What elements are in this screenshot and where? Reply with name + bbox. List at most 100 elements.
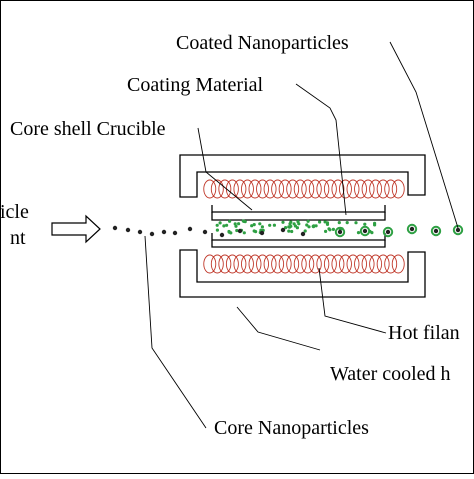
leader-water [236, 306, 321, 351]
coating-dot [331, 227, 335, 231]
core-particle [300, 231, 306, 237]
coating-dot [258, 222, 262, 226]
coating-dot [215, 228, 219, 232]
label-inlet-line2: nt [10, 227, 26, 249]
inlet-arrow [51, 214, 101, 244]
coating-dot [373, 223, 377, 227]
coating-dot [234, 224, 238, 228]
coating-dot [242, 231, 246, 235]
core-particle [161, 229, 167, 235]
label-core-nanoparticles: Core Nanoparticles [214, 417, 369, 439]
coating-dot [296, 220, 300, 224]
core-particle [172, 230, 178, 236]
coating-dot [237, 222, 241, 226]
coating-dot [229, 231, 233, 235]
coating-dot [363, 222, 367, 226]
housing-lower [179, 249, 426, 298]
coating-dot [324, 229, 328, 233]
coating-dot [225, 223, 229, 227]
coating-dot [306, 219, 310, 223]
hot-filament-bottom [203, 254, 405, 274]
label-coated-nanoparticles: Coated Nanoparticles [176, 32, 349, 54]
core-particle [112, 225, 118, 231]
coating-dot [284, 226, 288, 230]
coating-dot [289, 220, 293, 224]
crucible-upper [211, 205, 386, 213]
coated-particle-shell [382, 226, 394, 238]
coating-dot [281, 220, 285, 224]
coated-particle-shell [430, 225, 442, 237]
filament-coil [203, 254, 405, 274]
coating-dot [235, 228, 239, 233]
coating-dot [252, 223, 256, 227]
coating-dot [233, 222, 237, 226]
coating-dot [337, 221, 341, 225]
hot-filament-top [203, 179, 405, 199]
coated-particle-shell [334, 226, 346, 238]
core-particle [187, 226, 193, 232]
label-inlet-line1: icle [0, 201, 29, 223]
coated-particle-core [433, 228, 439, 234]
coating-dot [260, 225, 264, 229]
coating-dot [354, 221, 358, 225]
coating-dot [356, 231, 361, 235]
nanoparticle-stream [112, 223, 464, 238]
crucible-lower-inner [211, 233, 386, 241]
coated-particle-core [409, 226, 415, 232]
coating-dot [328, 228, 332, 232]
coating-dot [305, 223, 309, 227]
coating-dot [311, 225, 316, 229]
core-particle [280, 227, 286, 233]
coating-dot [345, 221, 349, 225]
coating-dot [303, 229, 307, 233]
coated-particle-core [385, 229, 391, 235]
coated-particle-core [455, 227, 461, 233]
label-core-shell-crucible: Core shell Crucible [10, 118, 166, 140]
core-particle [125, 227, 131, 233]
coating-dot [228, 219, 232, 223]
core-particle [137, 229, 143, 235]
coating-dot [241, 219, 245, 223]
core-particle [237, 228, 243, 234]
coating-dot [287, 229, 291, 233]
coated-particle-core [362, 228, 368, 234]
core-particle [259, 230, 265, 236]
leader-crucible [197, 127, 253, 211]
leader-coating [295, 83, 347, 216]
coating-dot [307, 225, 311, 229]
leader-coated [389, 41, 459, 229]
crucible-lower [211, 240, 386, 248]
coated-particle-shell [406, 223, 418, 235]
coating-dot [215, 223, 219, 227]
coated-particle-shell [452, 224, 464, 236]
coating-dot [252, 229, 256, 233]
filament-coil [203, 179, 405, 199]
label-hot-filament: Hot filan [388, 322, 460, 344]
label-coating-material: Coating Material [127, 74, 264, 96]
coating-dot [290, 229, 294, 234]
coating-dot [222, 224, 226, 228]
coating-dot [318, 220, 322, 224]
coating-dot [325, 222, 330, 226]
housing-upper [179, 154, 426, 198]
leader-filament [318, 267, 387, 334]
leader-core [144, 235, 207, 429]
coating-material-dots [215, 219, 377, 235]
coated-particle-core [337, 229, 343, 235]
coating-dot [272, 223, 276, 227]
coated-particle-shell [359, 225, 371, 237]
coating-dot [218, 221, 222, 225]
coating-dot [289, 224, 293, 228]
core-particle [219, 232, 225, 238]
coating-dot [293, 224, 297, 228]
coating-dot [250, 224, 254, 228]
core-particle [149, 231, 155, 237]
core-particle [202, 229, 208, 235]
coating-dot [268, 223, 272, 227]
crucible-upper-inner [211, 212, 386, 221]
label-water-cooled: Water cooled h [330, 363, 451, 385]
coating-dot [323, 220, 327, 224]
